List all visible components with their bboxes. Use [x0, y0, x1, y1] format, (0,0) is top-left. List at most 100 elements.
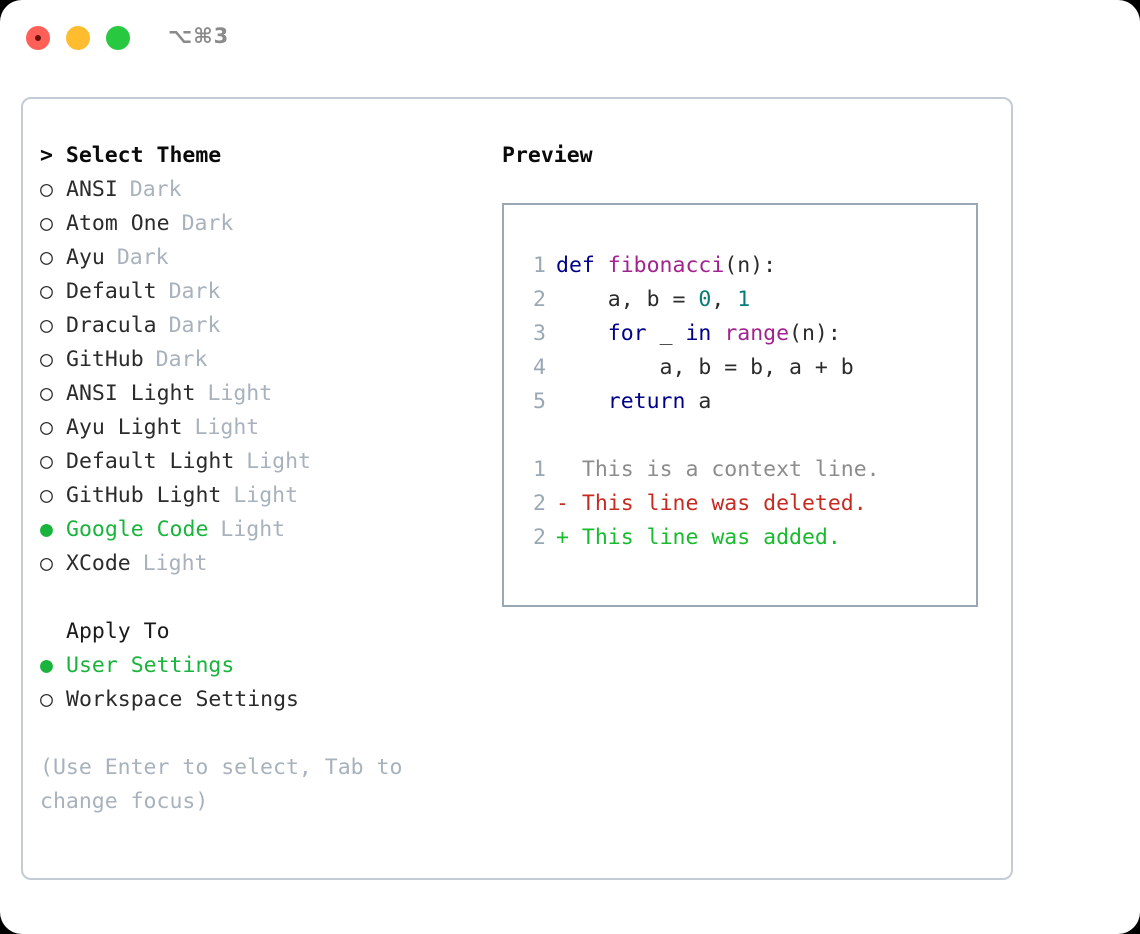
theme-option-label: GitHub Light	[66, 483, 222, 508]
keyboard-hint-text: (Use Enter to select, Tab to change focu…	[40, 755, 403, 814]
diff-gap	[569, 525, 582, 550]
code-token: a, b =	[556, 287, 699, 312]
recording-dot-icon	[35, 35, 41, 41]
diff-text: This line was added.	[581, 525, 841, 550]
code-token: a, b = b, a + b	[556, 355, 854, 380]
theme-variant-badge: Light	[194, 415, 260, 440]
radio-unselected-icon: ○	[40, 415, 53, 440]
theme-option-label: Google Code	[66, 517, 209, 542]
code-token: 0	[698, 287, 712, 312]
diff-sample: 1 This is a context line. 2- This line wa…	[520, 453, 976, 555]
diff-gap	[569, 491, 582, 516]
radio-selected-icon: ●	[40, 653, 53, 678]
theme-option-label: ANSI Light	[66, 381, 196, 406]
diff-sign	[556, 457, 569, 482]
code-token: fibonacci	[607, 253, 725, 278]
diff-line-add: 2 + This line was added.	[520, 521, 976, 555]
code-line: 3 for _ in range(n):	[520, 317, 976, 351]
radio-unselected-icon: ○	[40, 245, 53, 270]
apply-to-option-list: ● User Settings ○Workspace Settings	[40, 649, 490, 717]
select-theme-heading: > Select Theme	[40, 143, 222, 168]
radio-unselected-icon: ○	[40, 551, 53, 576]
code-token: a	[685, 389, 712, 414]
radio-unselected-icon: ○	[40, 211, 53, 236]
theme-option-ayu-light[interactable]: ○ Ayu Light Light	[40, 411, 490, 445]
theme-variant-badge: Light	[220, 517, 286, 542]
diff-gap	[569, 457, 582, 482]
theme-option-label: GitHub	[66, 347, 144, 372]
radio-unselected-icon: ○	[40, 449, 53, 474]
theme-option-ayu[interactable]: ○ Ayu Dark	[40, 241, 490, 275]
line-number: 2	[533, 287, 546, 312]
theme-option-label: Atom One	[66, 211, 170, 236]
radio-selected-icon: ●	[40, 517, 53, 542]
line-number: 1	[533, 457, 546, 482]
code-token: _	[646, 321, 686, 346]
line-number: 3	[533, 321, 546, 346]
line-number: 2	[533, 525, 546, 550]
maximize-window-button[interactable]	[106, 26, 130, 50]
line-number: 5	[533, 389, 546, 414]
theme-option-ansi[interactable]: ○ ANSI Dark	[40, 173, 490, 207]
theme-option-label: Ayu Light	[66, 415, 183, 440]
code-line: 1 def fibonacci(n):	[520, 249, 976, 283]
theme-option-github[interactable]: ○ GitHub Dark	[40, 343, 490, 377]
diff-text: This is a context line.	[581, 457, 880, 482]
diff-text: This line was deleted.	[581, 491, 867, 516]
apply-option-label: User Settings	[66, 653, 235, 678]
code-token: (n):	[724, 253, 777, 278]
theme-variant-badge: Dark	[168, 313, 221, 338]
radio-unselected-icon: ○	[40, 279, 53, 304]
diff-sign: +	[556, 525, 569, 550]
line-number: 4	[533, 355, 546, 380]
theme-variant-badge: Dark	[116, 245, 169, 270]
line-number: 1	[533, 253, 546, 278]
radio-unselected-icon: ○	[40, 313, 53, 338]
theme-option-label: Dracula	[66, 313, 157, 338]
theme-option-google-code[interactable]: ● Google Code Light	[40, 513, 490, 547]
code-spacer	[520, 419, 976, 453]
theme-option-github-light[interactable]: ○ GitHub Light Light	[40, 479, 490, 513]
theme-option-label: ANSI	[66, 177, 118, 202]
code-token	[711, 321, 724, 346]
theme-variant-badge: Dark	[181, 211, 234, 236]
code-token: (n):	[789, 321, 841, 346]
code-line: 5 return a	[520, 385, 976, 419]
theme-variant-badge: Dark	[129, 177, 182, 202]
theme-option-label: Default Light	[66, 449, 235, 474]
line-number: 2	[533, 491, 546, 516]
theme-variant-badge: Dark	[155, 347, 208, 372]
minimize-window-button[interactable]	[66, 26, 90, 50]
radio-unselected-icon: ○	[40, 347, 53, 372]
theme-option-dracula[interactable]: ○ Dracula Dark	[40, 309, 490, 343]
theme-option-label: Ayu	[66, 245, 105, 270]
apply-to-section: Apply To ● User Settings ○Workspace Settin…	[40, 615, 490, 717]
apply-option-workspace-settings[interactable]: ○Workspace Settings	[40, 683, 490, 717]
preview-heading: Preview	[502, 143, 593, 168]
diff-line-del: 2- This line was deleted.	[520, 487, 976, 521]
theme-variant-badge: Light	[142, 551, 208, 576]
apply-option-label: Workspace Settings	[66, 687, 299, 712]
apply-to-heading: Apply To	[66, 619, 170, 644]
code-token: range	[724, 321, 790, 346]
apply-option-user-settings[interactable]: ● User Settings	[40, 649, 490, 683]
theme-variant-badge: Light	[233, 483, 299, 508]
code-token	[556, 321, 608, 346]
title-bar: ⌥⌘3	[0, 0, 1140, 78]
theme-option-atom-one[interactable]: ○ Atom One Dark	[40, 207, 490, 241]
theme-variant-badge: Dark	[168, 279, 221, 304]
radio-unselected-icon: ○	[40, 177, 53, 202]
radio-unselected-icon: ○	[40, 483, 53, 508]
code-token: def	[556, 253, 608, 278]
keyboard-shortcut-label: ⌥⌘3	[168, 24, 230, 48]
code-token	[556, 389, 608, 414]
